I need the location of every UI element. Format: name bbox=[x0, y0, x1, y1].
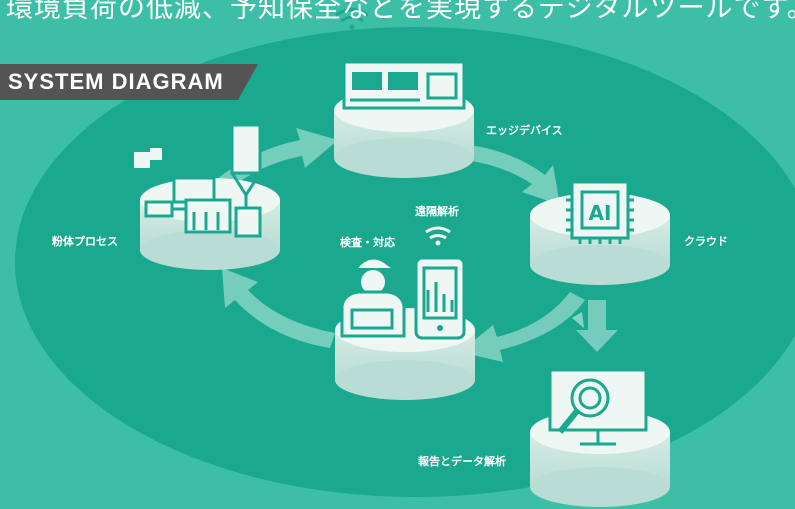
router-device-icon bbox=[335, 8, 466, 110]
badge-shape bbox=[0, 64, 258, 100]
badge-label: SYSTEM DIAGRAM bbox=[8, 69, 224, 94]
monitor-magnifier-icon bbox=[548, 368, 648, 446]
worker-helmet-icon bbox=[340, 259, 406, 338]
chevron-decoration bbox=[572, 312, 584, 328]
label-report: 報告とデータ解析 bbox=[418, 455, 506, 468]
factory-machine-icon bbox=[134, 123, 262, 238]
arrow-process-to-edge bbox=[210, 128, 338, 196]
label-edge-device: エッジデバイス bbox=[486, 124, 563, 137]
svg-text:AI: AI bbox=[589, 201, 612, 225]
arrow-inspection-to-process bbox=[222, 268, 335, 348]
label-powder-process: 粉体プロセス bbox=[52, 235, 118, 248]
label-cloud: クラウド bbox=[684, 235, 728, 248]
arrow-cloud-to-report bbox=[576, 300, 618, 352]
system-diagram-badge: SYSTEM DIAGRAM bbox=[0, 64, 258, 100]
smartphone-chart-icon bbox=[414, 226, 466, 340]
header-tagline: 環境負荷の低減、予知保全などを実現するデジタルツールです。 bbox=[6, 0, 795, 24]
cycle-ring-arrows bbox=[210, 128, 618, 362]
label-remote-analysis: 遠隔解析 bbox=[415, 205, 459, 218]
arrow-cloud-to-inspection bbox=[460, 292, 585, 362]
label-inspection: 検査・対応 bbox=[340, 236, 395, 249]
arrow-edge-to-cloud bbox=[466, 145, 560, 205]
ai-chip-icon: AI bbox=[566, 176, 634, 244]
